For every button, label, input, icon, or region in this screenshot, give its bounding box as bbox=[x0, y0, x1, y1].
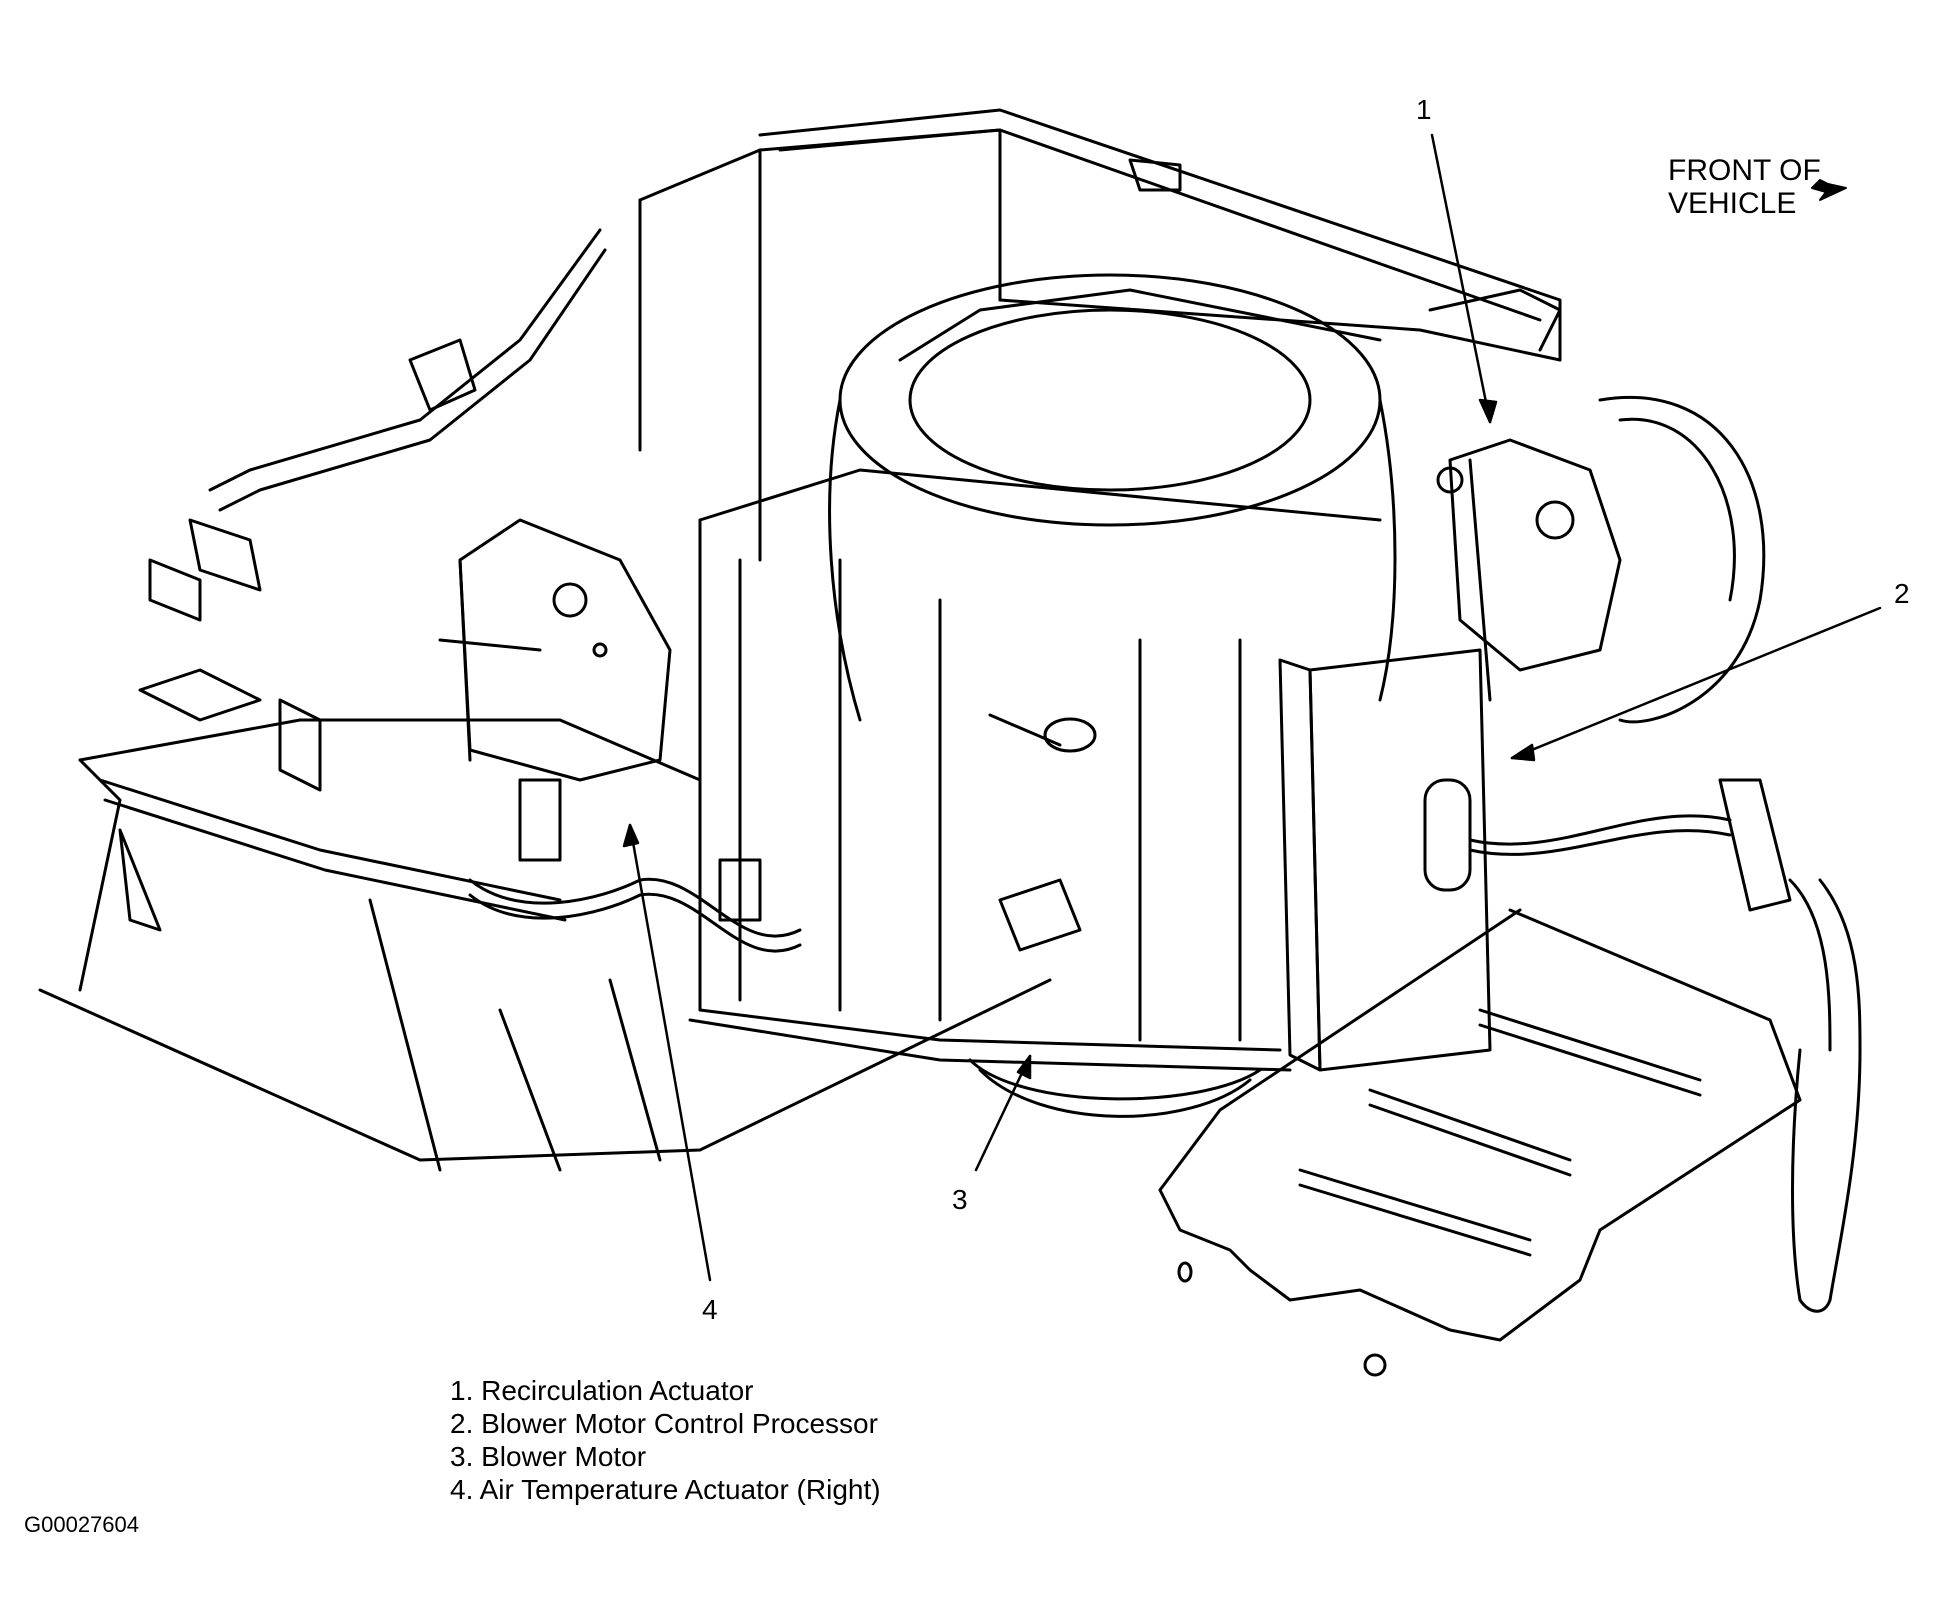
lower-bracket-plate bbox=[1158, 908, 1802, 1377]
front-label-line-1: FRONT OF bbox=[1668, 154, 1821, 187]
blower-housing bbox=[688, 273, 1397, 1072]
leader-line-4 bbox=[628, 823, 712, 1282]
recirculation-actuator bbox=[1436, 438, 1622, 702]
leader-lines bbox=[622, 133, 1882, 1282]
control-processor bbox=[1278, 648, 1732, 1072]
right-harness bbox=[1718, 778, 1862, 1313]
leader-arrowhead-4 bbox=[622, 823, 640, 848]
figure-id: G00027604 bbox=[24, 1512, 139, 1537]
left-bracket-arm bbox=[138, 228, 607, 792]
left-harness bbox=[468, 858, 802, 953]
leader-line-2 bbox=[1510, 606, 1882, 760]
callout-4: 4 bbox=[702, 1294, 718, 1325]
lower-dash-panel bbox=[38, 718, 1052, 1172]
leader-arrowhead-2 bbox=[1510, 743, 1536, 762]
leader-line-3 bbox=[974, 1054, 1032, 1172]
front-label-line-2: VEHICLE bbox=[1668, 187, 1797, 220]
front-arrow-icon bbox=[1811, 179, 1847, 201]
leader-arrowhead-3 bbox=[1016, 1054, 1032, 1080]
legend: 1. Recirculation Actuator 2. Blower Moto… bbox=[450, 1374, 881, 1506]
callout-1: 1 bbox=[1416, 94, 1432, 125]
leader-line-1 bbox=[1430, 133, 1492, 424]
legend-item: 4. Air Temperature Actuator (Right) bbox=[450, 1474, 881, 1505]
callout-2: 2 bbox=[1894, 578, 1910, 609]
legend-item: 3. Blower Motor bbox=[450, 1441, 647, 1472]
right-contour bbox=[1598, 396, 1766, 724]
leader-arrowhead-1 bbox=[1478, 398, 1498, 424]
callout-3: 3 bbox=[952, 1184, 968, 1215]
blower-motor bbox=[968, 1058, 1262, 1118]
front-of-vehicle-label: FRONT OF VEHICLE bbox=[1668, 154, 1821, 220]
air-temperature-actuator bbox=[438, 518, 672, 862]
legend-item: 1. Recirculation Actuator bbox=[450, 1375, 754, 1406]
legend-item: 2. Blower Motor Control Processor bbox=[450, 1408, 878, 1439]
